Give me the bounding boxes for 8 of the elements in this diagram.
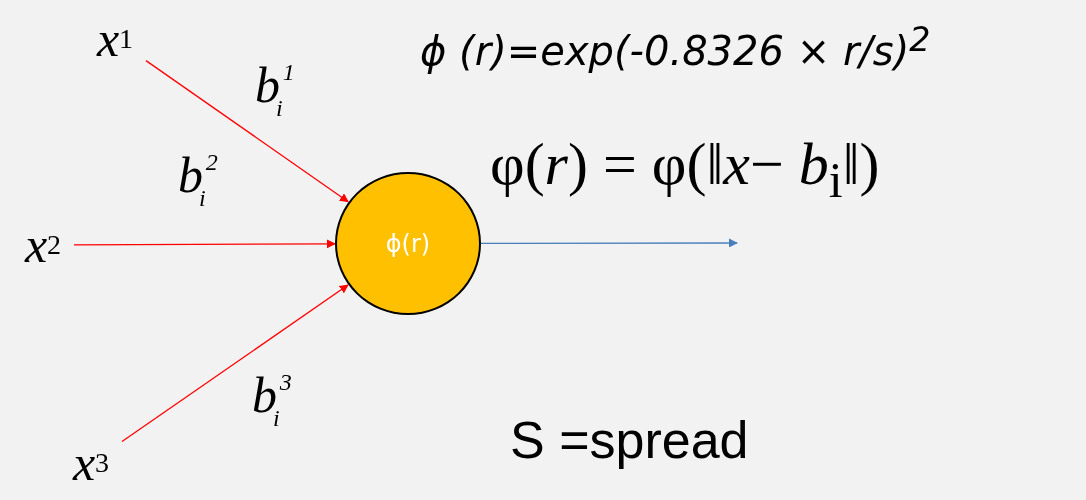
arrow [121,284,349,443]
arrow [480,238,738,248]
arrow [145,60,349,203]
formula-text: ϕ (r)=exp(-0.8326 × r/s)$^{2}$ [420,20,931,75]
neuron-circle: ϕ(r) [335,172,481,315]
formula-text: φ(r) = φ(‖x− b$_{i}$‖) [490,130,880,209]
arrow [73,239,336,249]
note-text: S =spread [510,410,749,470]
